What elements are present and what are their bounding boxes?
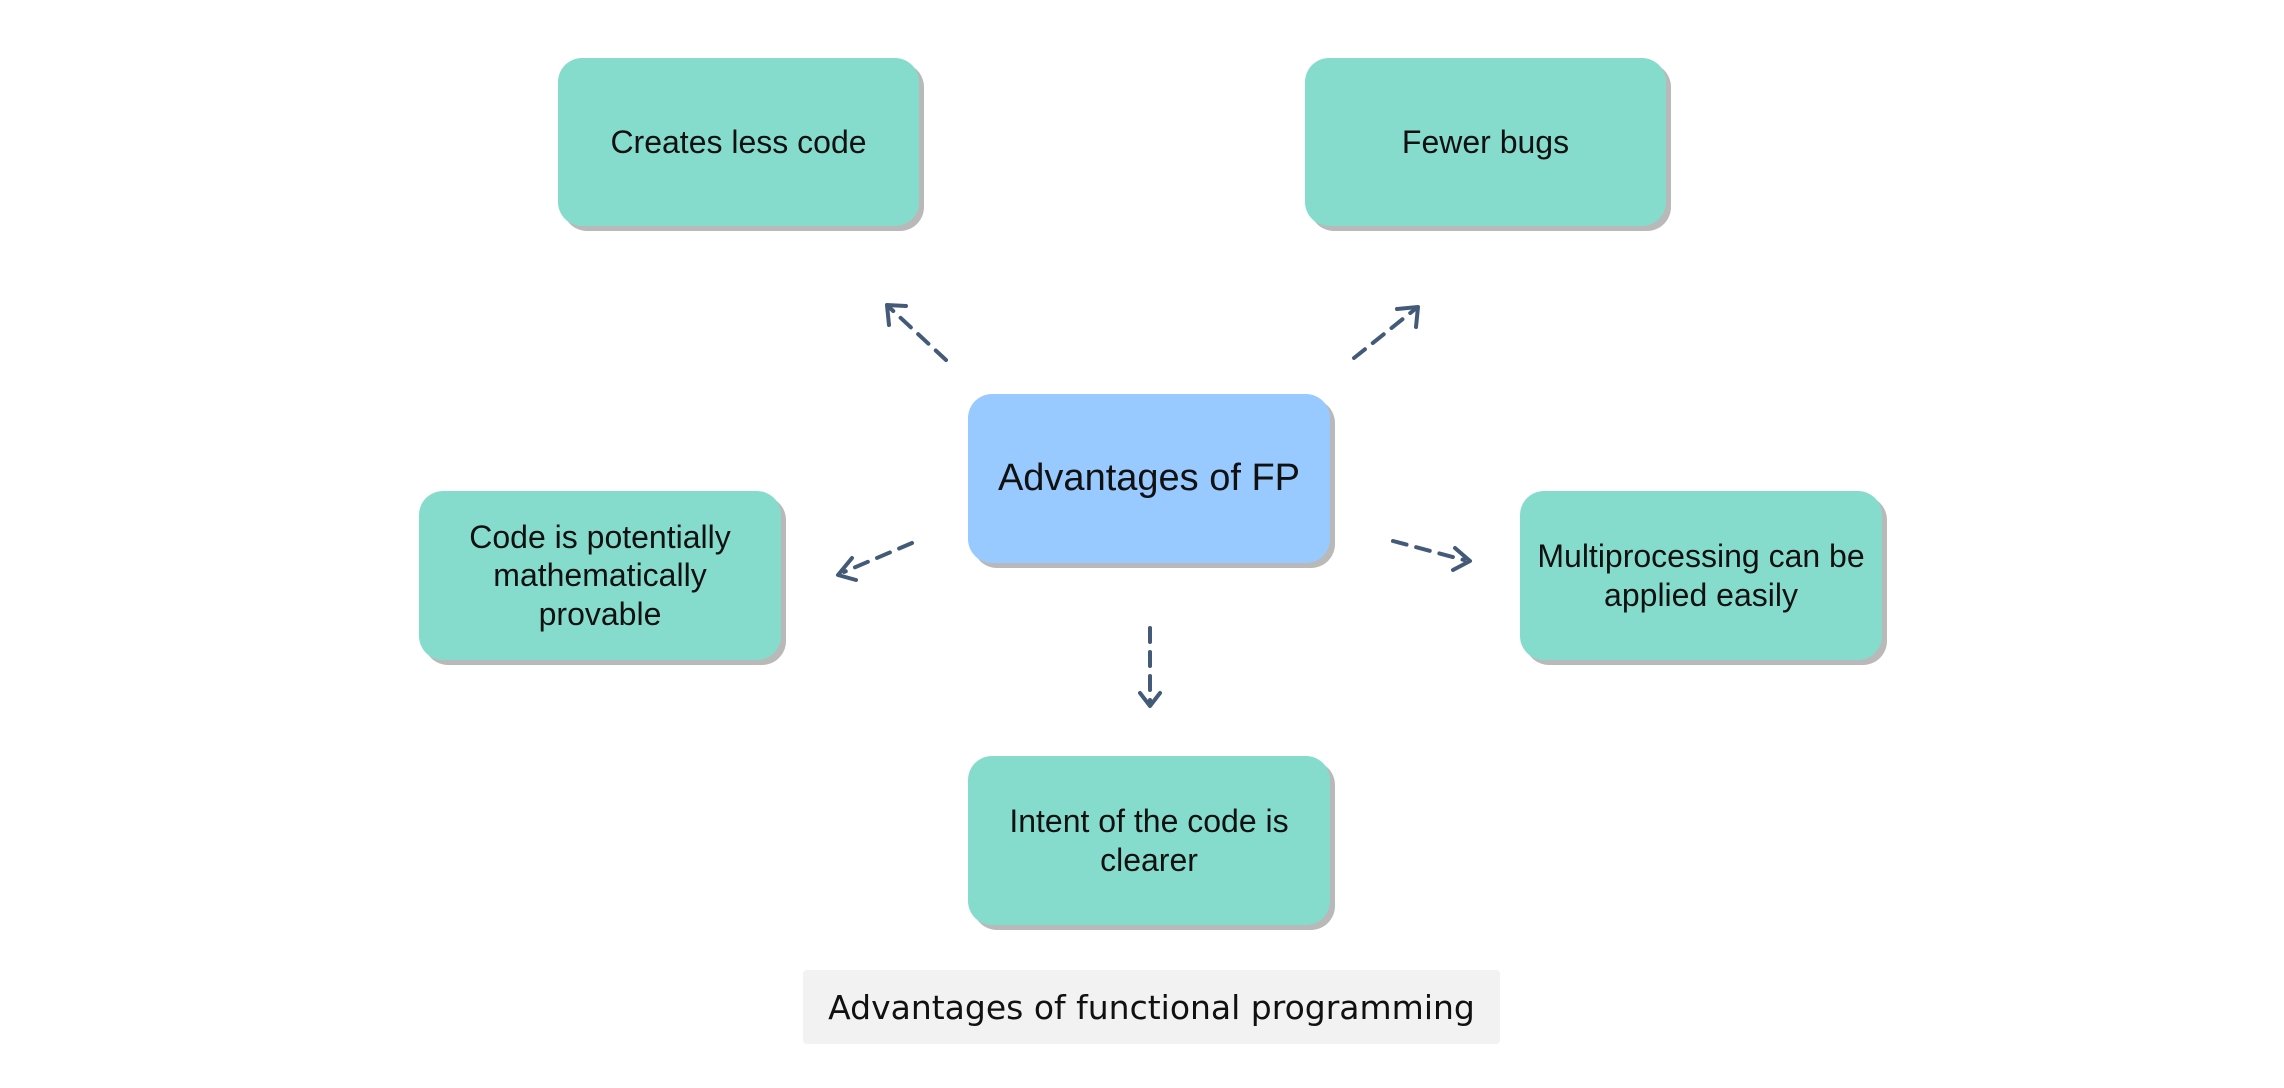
node-label: Intent of the code is clearer	[1009, 803, 1289, 878]
node-label: Creates less code	[610, 123, 867, 160]
arrow-to-creates-less-code	[885, 303, 948, 362]
arrow-to-mathematically-provable	[836, 541, 914, 582]
arrow-to-intent-clearer	[1138, 626, 1162, 708]
node-multiprocessing: Multiprocessing can be applied easily	[1520, 491, 1882, 660]
node-advantages-of-fp: Advantages of FP	[968, 394, 1330, 563]
center-label: Advantages of FP	[997, 456, 1301, 499]
node-label: Fewer bugs	[1401, 123, 1570, 160]
arrow-to-fewer-bugs	[1352, 305, 1420, 360]
diagram-caption: Advantages of functional programming	[803, 970, 1500, 1044]
node-label: Multiprocessing can be applied easily	[1537, 538, 1865, 613]
node-intent-clearer: Intent of the code is clearer	[968, 756, 1330, 925]
node-label: Code is potentially mathematically prova…	[469, 518, 731, 632]
node-mathematically-provable: Code is potentially mathematically prova…	[419, 491, 781, 660]
node-creates-less-code: Creates less code	[558, 58, 919, 226]
node-fewer-bugs: Fewer bugs	[1305, 58, 1666, 226]
arrow-to-multiprocessing	[1391, 539, 1472, 572]
